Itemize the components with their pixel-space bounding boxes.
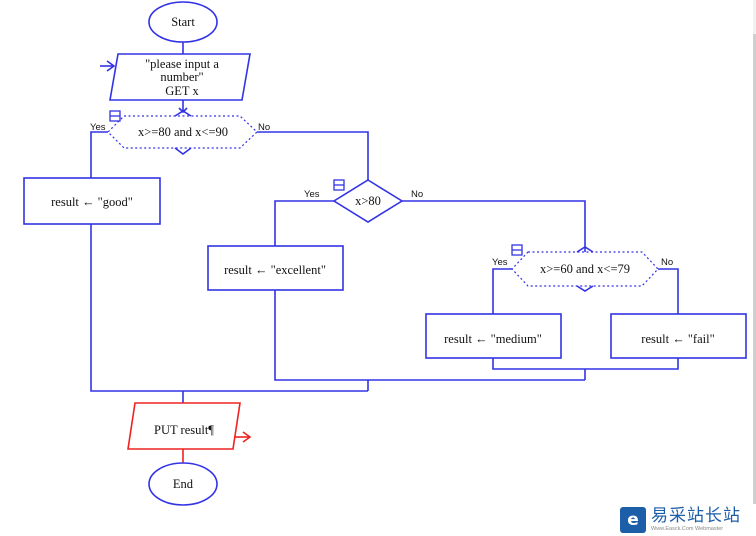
collapse-icon[interactable] [511, 244, 523, 256]
decision-cond3[interactable]: x>=60 and x<=79 [511, 246, 659, 292]
process-good[interactable]: result ← "good" [23, 177, 161, 225]
cond1-no-label: No [258, 122, 270, 133]
no-connector [402, 200, 586, 252]
vertical-scrollbar[interactable] [753, 34, 756, 504]
process-medium[interactable]: result ← "medium" [425, 313, 562, 359]
output-label: PUT result¶ [154, 423, 214, 437]
excellent-label: result ← "excellent" [224, 263, 326, 277]
watermark-logo-icon: e [620, 506, 646, 533]
end-label: End [173, 477, 194, 491]
input-line-1: "please input a [145, 57, 219, 71]
watermark: e 易采站长站 Www.Easck.Com Webmaster [620, 503, 756, 536]
input-node[interactable]: "please input a number" GET x [109, 53, 251, 101]
merge-connector [274, 290, 585, 381]
yes-connector [90, 131, 108, 178]
end-terminal[interactable]: End [148, 462, 218, 506]
collapse-icon[interactable] [333, 179, 345, 191]
no-connector [658, 268, 679, 314]
decision-cond1[interactable]: x>=80 and x<=90 [107, 110, 258, 155]
merge-connector [492, 358, 679, 370]
decision-cond2[interactable]: x>80 [332, 179, 404, 223]
arrowhead-icon [178, 107, 188, 114]
cond3-no-label: No [661, 257, 673, 268]
output-arrow-icon [234, 431, 252, 443]
good-label: result ← "good" [51, 195, 133, 209]
output-node[interactable]: PUT result¶ [127, 402, 241, 450]
start-label: Start [171, 15, 195, 29]
fail-label: result ← "fail" [641, 332, 714, 346]
yes-connector [274, 200, 334, 246]
input-line-2: number" [160, 70, 203, 84]
cond2-no-label: No [411, 189, 423, 200]
cond3-label: x>=60 and x<=79 [540, 262, 630, 276]
yes-connector [492, 268, 512, 314]
watermark-title: 易采站长站 [651, 505, 741, 526]
merge-connector [90, 224, 368, 392]
scrollbar-track [753, 0, 756, 34]
start-terminal[interactable]: Start [148, 1, 218, 43]
input-arrow-icon [100, 60, 116, 72]
cond1-label: x>=80 and x<=90 [138, 125, 228, 139]
input-line-3: GET x [165, 84, 199, 98]
medium-label: result ← "medium" [444, 332, 542, 346]
no-connector [257, 131, 369, 180]
cond2-label: x>80 [355, 194, 381, 208]
cond1-yes-label: Yes [90, 122, 106, 133]
process-excellent[interactable]: result ← "excellent" [207, 245, 344, 291]
collapse-icon[interactable] [109, 110, 121, 122]
cond2-yes-label: Yes [304, 189, 320, 200]
watermark-subtitle: Www.Easck.Com Webmaster [651, 525, 724, 532]
cond3-yes-label: Yes [492, 257, 508, 268]
process-fail[interactable]: result ← "fail" [610, 313, 747, 359]
